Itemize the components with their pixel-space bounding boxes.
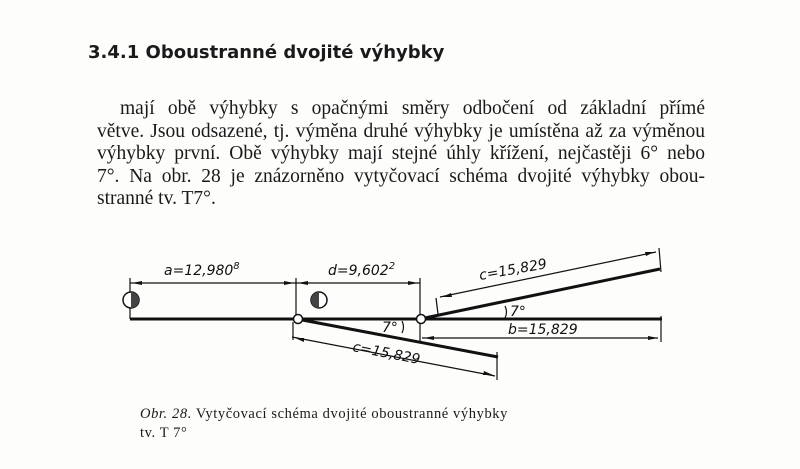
label-b: b=15,829: [508, 322, 578, 338]
paragraph-line: větve. Jsou odsazené, tj. výměna druhé v…: [97, 121, 705, 142]
paragraph-line: mají obě výhybky s opačnými směry odboče…: [120, 98, 705, 119]
dimension-line-c-lower: [291, 336, 496, 377]
label-c-upper: c=15,829: [478, 256, 548, 284]
arrowhead: [295, 338, 304, 342]
paragraph-line: stranné tv. T7°.: [97, 188, 216, 209]
arrowhead: [132, 281, 142, 285]
switch-point-circle: [415, 313, 427, 325]
figure-number: Obr. 28.: [140, 406, 192, 422]
extension-line: [435, 297, 439, 315]
label-a: a=12,9808: [164, 261, 240, 279]
caption-text: Vytyčovací schéma dvojité oboustranné vý…: [195, 406, 509, 422]
angle-upper: 7°: [510, 304, 526, 320]
caption-text-line2: tv. T 7°: [140, 425, 188, 441]
hatched-circle-icon: [122, 291, 140, 309]
lower-branch-track: [296, 317, 499, 359]
angle-arc-lower: [401, 320, 405, 334]
figure-caption: Obr. 28. Vytyčovací schéma dvojité obous…: [140, 406, 508, 423]
angle-arc-upper: [504, 305, 508, 319]
switch-point-circle: [292, 313, 304, 325]
arrowhead: [284, 281, 294, 285]
arrowhead: [648, 336, 658, 340]
dimension-line-c-upper: [439, 251, 657, 298]
arrowhead: [298, 281, 308, 285]
arrowhead: [483, 371, 493, 375]
label-d: d=9,6022: [328, 261, 395, 279]
hatched-circle-icon: [310, 291, 328, 309]
paragraph-line: 7°. Na obr. 28 je znázorněno vytyčovací …: [97, 166, 705, 187]
arrowhead: [645, 252, 654, 256]
arrowhead: [408, 281, 418, 285]
angle-lower: 7°: [382, 320, 398, 336]
paragraph-line: výhybky první. Obě výhybky mají stejné ú…: [97, 143, 705, 164]
upper-branch-track: [419, 267, 661, 321]
label-c-lower: c=15,829: [351, 339, 421, 368]
section-heading: 3.4.1 Oboustranné dvojité výhybky: [88, 42, 445, 63]
arrowhead: [442, 293, 452, 297]
extension-line: [658, 247, 662, 273]
arrowhead: [424, 336, 434, 340]
